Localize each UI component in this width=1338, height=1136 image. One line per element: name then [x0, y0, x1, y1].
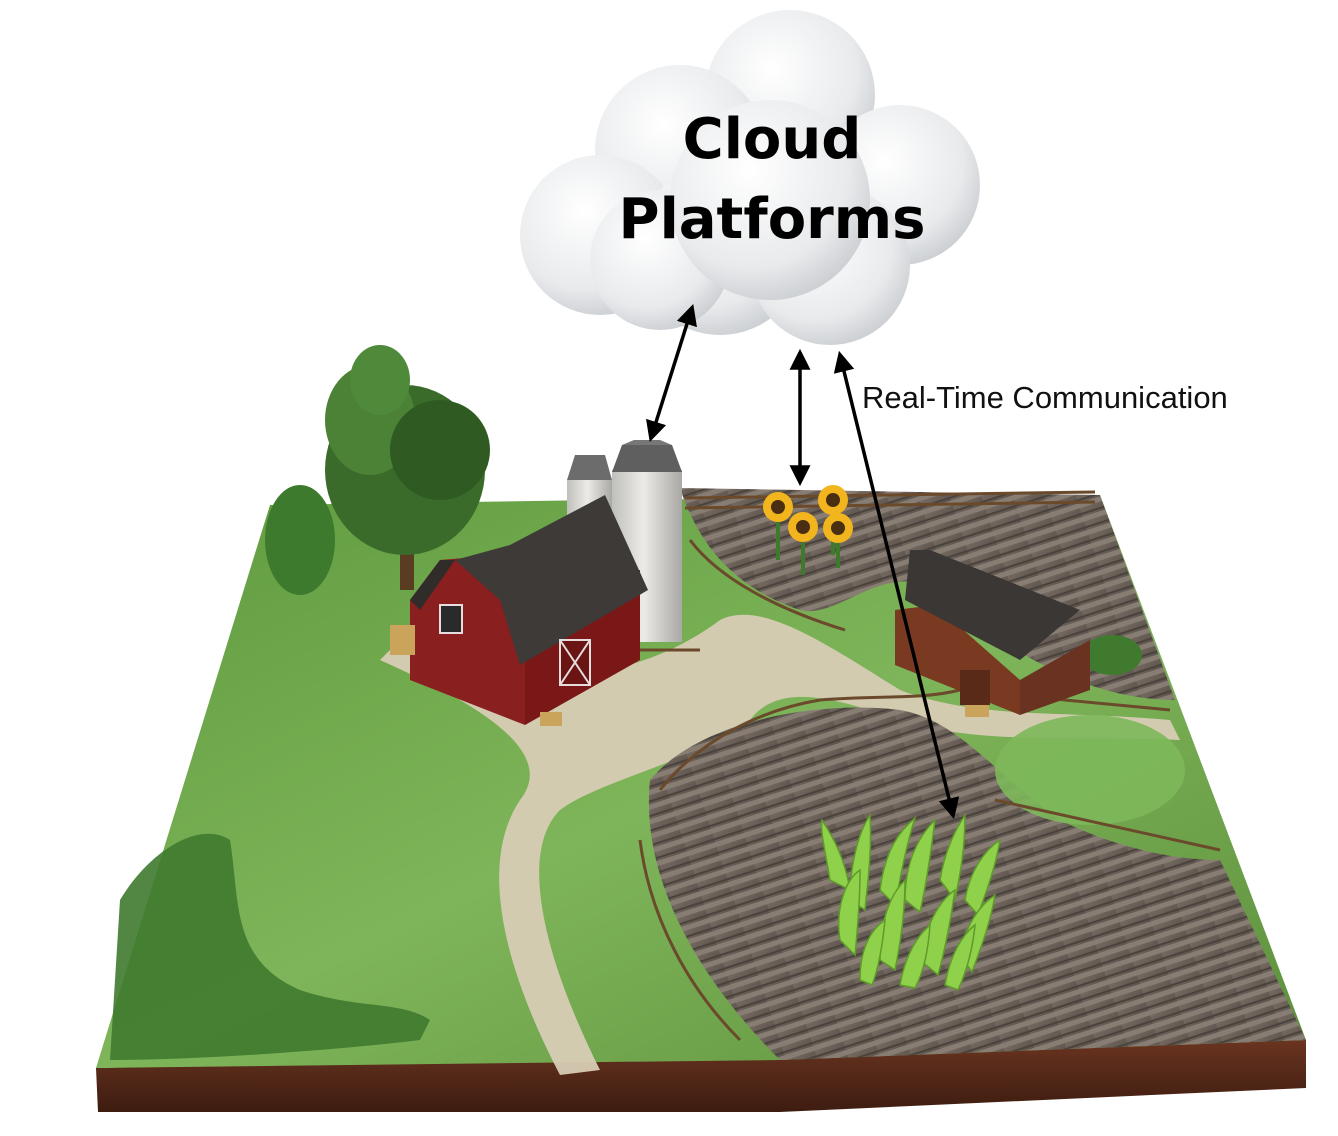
terrain-surface [96, 485, 1306, 1075]
arrow-cloud-crop [833, 350, 960, 820]
barn-icon [390, 495, 648, 726]
dirt-path [380, 614, 1180, 1075]
bush-right [1082, 635, 1142, 675]
real-time-communication-label: Real-Time Communication [862, 380, 1228, 415]
tree-icon [325, 345, 490, 590]
bush-back [265, 485, 335, 595]
cloud-icon [520, 10, 980, 345]
grass-crop-icon [820, 812, 1002, 991]
arrow-cloud-silo [646, 303, 697, 443]
terrain-base [96, 1040, 1306, 1112]
cloud-title-line2: Platforms [619, 187, 926, 252]
cloud-title-line1: Cloud [683, 107, 862, 172]
communication-arrows [646, 303, 960, 820]
bush-left [110, 833, 430, 1060]
